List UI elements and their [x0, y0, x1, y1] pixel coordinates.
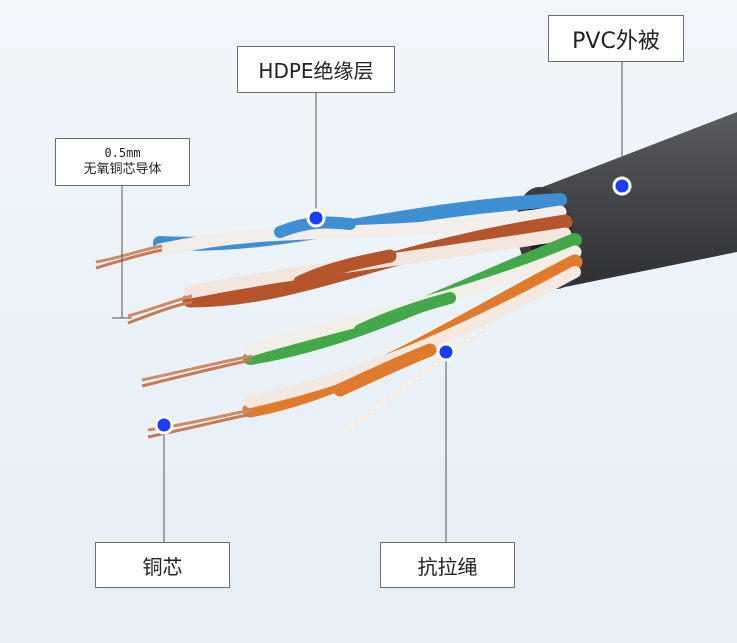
marker-copper	[156, 417, 172, 433]
label-rip-cord: 抗拉绳	[380, 542, 515, 588]
marker-hdpe	[308, 210, 324, 226]
label-pvc-jacket-text: PVC外被	[572, 23, 660, 55]
label-copper-core-text: 铜芯	[143, 551, 183, 580]
marker-rip-cord	[438, 344, 454, 360]
label-pvc-jacket: PVC外被	[548, 15, 684, 62]
label-copper-core: 铜芯	[95, 542, 230, 588]
marker-pvc	[614, 178, 630, 194]
label-rip-cord-text: 抗拉绳	[418, 551, 478, 580]
label-conductor: 0.5mm 无氧铜芯导体	[55, 138, 190, 186]
label-conductor-size: 0.5mm	[104, 145, 140, 161]
label-hdpe-insulation-text: HDPE绝缘层	[258, 55, 373, 84]
label-hdpe-insulation: HDPE绝缘层	[237, 46, 395, 93]
label-conductor-desc: 无氧铜芯导体	[83, 161, 161, 179]
